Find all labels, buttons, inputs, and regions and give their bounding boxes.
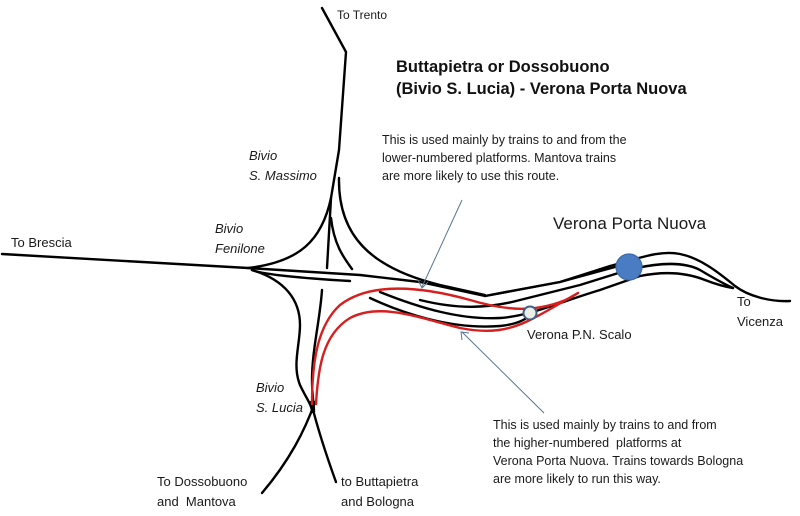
label-bivio-s-lucia-1: Bivio: [256, 380, 285, 395]
station-verona-pn-scalo-marker[interactable]: [522, 305, 538, 321]
title-line-1: Buttapietra or Dossobuono: [396, 58, 610, 76]
label-to-trento: To Trento: [337, 8, 388, 22]
note-lower-line: Verona Porta Nuova. Trains towards Bolog…: [493, 454, 744, 468]
track-s-massimo-spur: [329, 216, 354, 271]
pointer-upper-arrowhead: [417, 279, 429, 289]
track-s-massimo-to-porta-nuova: [337, 176, 487, 297]
label-bivio-fenilone-1: Bivio: [215, 221, 244, 236]
track-to-dossobuono: [260, 400, 317, 495]
track-fenilone-to-s-lucia: [250, 268, 314, 414]
label-to-vicenza-1: To: [737, 294, 751, 309]
track-s-massimo-to-fenilone: [246, 196, 333, 270]
pointer-upper-note: [421, 199, 463, 288]
label-to-vicenza-2: Vicenza: [737, 314, 784, 329]
note-upper-line: are more likely to use this route.: [382, 169, 560, 183]
track-porta-nuova-south: [378, 271, 735, 320]
pointer-lower-note: [461, 331, 545, 414]
note-upper-route: This is used mainly by trains to and fro…: [382, 131, 627, 185]
note-lower-line: the higher-numbered platforms at: [493, 436, 682, 450]
note-lower-line: are more likely to run this way.: [493, 472, 661, 486]
track-porta-nuova-middle: [418, 262, 735, 308]
label-bivio-s-lucia-2: S. Lucia: [256, 400, 303, 415]
station-verona-porta-nuova-marker[interactable]: [615, 253, 643, 281]
label-bivio-s-massimo-1: Bivio: [249, 148, 278, 163]
label-bivio-s-massimo-2: S. Massimo: [249, 168, 317, 183]
label-verona-porta-nuova: Verona Porta Nuova: [553, 214, 707, 233]
track-brescia-main: [0, 252, 628, 298]
note-upper-line: lower-numbered platforms. Mantova trains: [382, 151, 617, 165]
label-verona-pn-scalo: Verona P.N. Scalo: [527, 327, 632, 342]
title-line-2: (Bivio S. Lucia) - Verona Porta Nuova: [396, 80, 687, 98]
track-trento-line: [320, 6, 348, 270]
label-to-buttapietra-2: and Bologna: [341, 494, 415, 509]
label-to-buttapietra-1: to Buttapietra: [341, 474, 419, 489]
label-to-brescia: To Brescia: [11, 235, 72, 250]
note-upper-line: This is used mainly by trains to and fro…: [382, 133, 627, 147]
label-bivio-fenilone-2: Fenilone: [215, 241, 265, 256]
note-lower-line: This is used mainly by trains to and fro…: [493, 418, 717, 432]
track-to-buttapietra: [309, 400, 338, 484]
label-to-dossobuono-2: and Mantova: [157, 494, 236, 509]
route-lower-highlighted: [314, 291, 580, 406]
diagram-title: Buttapietra or Dossobuono (Bivio S. Luci…: [396, 56, 687, 100]
label-to-dossobuono-1: To Dossobuono: [157, 474, 248, 489]
note-lower-route: This is used mainly by trains to and fro…: [493, 416, 743, 488]
pointer-lower-arrowhead: [460, 331, 470, 341]
